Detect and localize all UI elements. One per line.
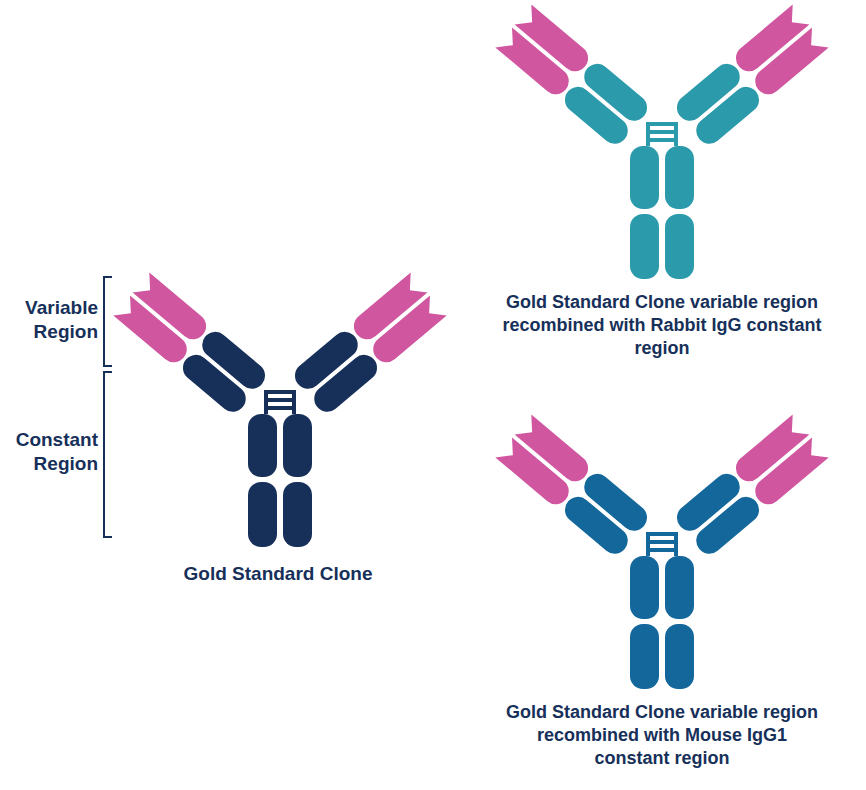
antibody-gold-standard [113,273,446,547]
antibody-mouse [495,415,828,689]
region-label: Constant Region [4,428,98,476]
clone-caption: Gold Standard Clone [128,562,428,586]
region-label: Variable Region [4,296,98,344]
antibody-rabbit [495,5,828,279]
clone-caption: Gold Standard Clone variable region reco… [497,291,827,360]
clone-caption: Gold Standard Clone variable region reco… [497,701,827,770]
region-bracket [104,372,112,537]
region-bracket [104,277,112,366]
